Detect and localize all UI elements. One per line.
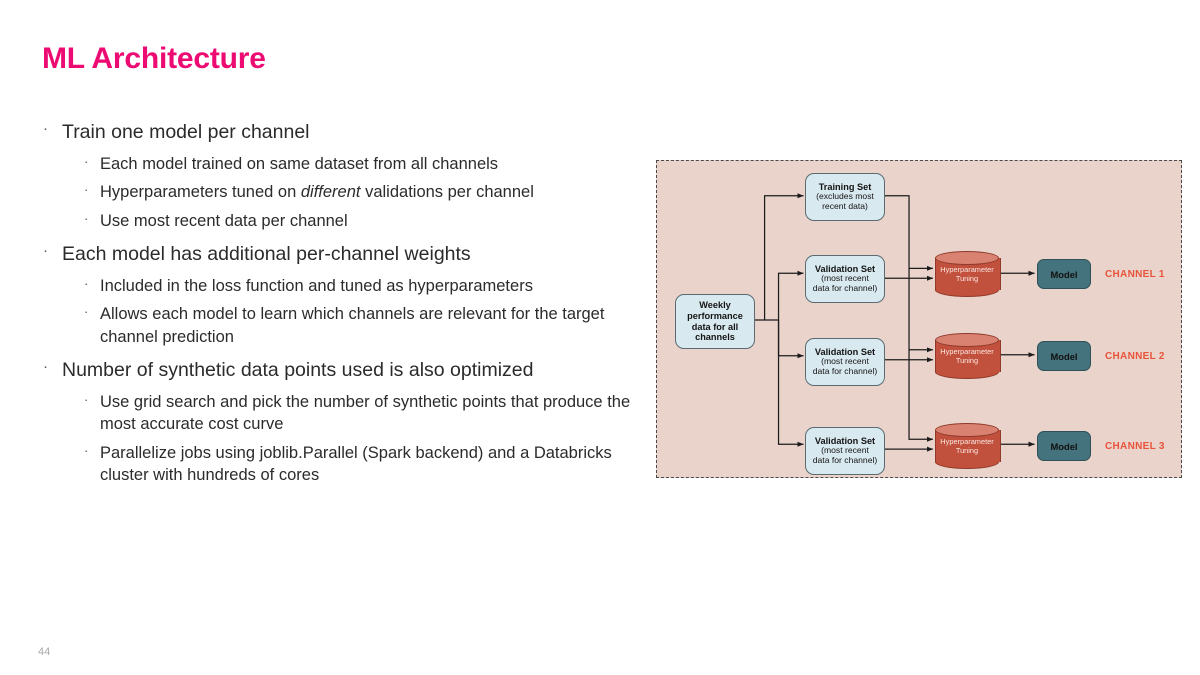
bullet-marker-icon: · — [84, 153, 89, 169]
bullet-marker-icon: · — [84, 442, 89, 458]
bullet-marker-icon: · — [84, 304, 89, 320]
source-line-1: Weekly — [699, 300, 731, 311]
node-model-1[interactable]: Model — [1037, 259, 1091, 289]
channel-label-2: CHANNEL 2 — [1105, 351, 1165, 362]
cylinder-top-icon — [935, 423, 999, 437]
node-model-3[interactable]: Model — [1037, 431, 1091, 461]
bullet-marker-icon: · — [43, 358, 48, 376]
source-line-2: performance — [687, 310, 743, 321]
bullet-level2: · Parallelize jobs using joblib.Parallel… — [38, 442, 658, 487]
validation-set-sub-2: data for channel) — [812, 283, 878, 294]
bullet-level2: · Use most recent data per channel — [38, 210, 658, 232]
tuning-label-2: Hyperparameter Tuning — [935, 333, 999, 379]
node-validation-set-1[interactable]: Validation Set (most recent data for cha… — [805, 255, 885, 303]
validation-set-heading: Validation Set — [814, 263, 876, 274]
bullet-marker-icon: · — [84, 182, 89, 198]
training-set-sub-1: (excludes most — [816, 191, 874, 202]
tuning-line-1: Hyperparameter — [940, 346, 994, 356]
cylinder-top-icon — [935, 333, 999, 347]
tuning-line-2: Tuning — [955, 274, 979, 283]
node-validation-set-2[interactable]: Validation Set (most recent data for cha… — [805, 338, 885, 386]
bullet-level1-text: Train one model per channel — [62, 121, 310, 143]
node-hyperparameter-tuning-1[interactable]: Hyperparameter Tuning — [935, 251, 1001, 297]
bullet-level2-text-pre: Hyperparameters tuned on — [100, 183, 301, 202]
validation-set-sub-1: (most recent — [821, 356, 869, 367]
tuning-line-2: Tuning — [955, 356, 979, 365]
bullet-group-1: · Train one model per channel · Each mod… — [38, 120, 658, 232]
page-number: 44 — [38, 646, 51, 658]
node-weekly-performance-data[interactable]: Weekly performance data for all channels — [675, 294, 755, 349]
bullet-level1: · Number of synthetic data points used i… — [38, 358, 658, 384]
bullet-level2: · Use grid search and pick the number of… — [38, 391, 658, 436]
tuning-line-2: Tuning — [955, 446, 979, 455]
bullet-level2-text-post: validations per channel — [360, 183, 534, 202]
source-line-4: channels — [695, 332, 735, 343]
bullet-marker-icon: · — [84, 210, 89, 226]
node-training-set[interactable]: Training Set (excludes most recent data) — [805, 173, 885, 221]
node-hyperparameter-tuning-3[interactable]: Hyperparameter Tuning — [935, 423, 1001, 469]
validation-set-heading: Validation Set — [814, 346, 876, 357]
validation-set-sub-1: (most recent — [821, 273, 869, 284]
validation-set-sub-2: data for channel) — [812, 455, 878, 466]
bullet-level1: · Each model has additional per-channel … — [38, 242, 658, 268]
page-title: ML Architecture — [42, 42, 266, 75]
node-model-2[interactable]: Model — [1037, 341, 1091, 371]
tuning-line-1: Hyperparameter — [940, 264, 994, 274]
ml-architecture-diagram: Weekly performance data for all channels… — [656, 160, 1182, 478]
validation-set-sub-1: (most recent — [821, 445, 869, 456]
bullet-marker-icon: · — [43, 120, 48, 137]
validation-set-sub-2: data for channel) — [812, 366, 878, 377]
bullet-marker-icon: · — [43, 242, 48, 260]
cylinder-top-icon — [935, 251, 999, 265]
source-line-3: data for all — [691, 321, 739, 332]
validation-set-heading: Validation Set — [814, 435, 876, 446]
bullet-level2-text-italic: different — [300, 183, 361, 202]
diagram-canvas: Weekly performance data for all channels… — [657, 161, 1181, 477]
tuning-label-3: Hyperparameter Tuning — [935, 423, 999, 469]
bullet-level1-text: Each model has additional per-channel we… — [62, 243, 471, 266]
tuning-label-1: Hyperparameter Tuning — [935, 251, 999, 297]
channel-label-3: CHANNEL 3 — [1105, 441, 1165, 452]
node-validation-set-3[interactable]: Validation Set (most recent data for cha… — [805, 427, 885, 475]
bullet-level2: · Hyperparameters tuned on different val… — [38, 181, 658, 203]
bullet-group-3: · Number of synthetic data points used i… — [38, 358, 658, 486]
bullet-level1: · Train one model per channel — [38, 120, 658, 146]
bullet-level1-text: Number of synthetic data points used is … — [62, 359, 534, 382]
bullet-level2-text: Use most recent data per channel — [100, 211, 348, 230]
training-set-heading: Training Set — [818, 181, 872, 192]
bullet-level2: · Allows each model to learn which chann… — [38, 303, 658, 348]
node-hyperparameter-tuning-2[interactable]: Hyperparameter Tuning — [935, 333, 1001, 379]
channel-label-1: CHANNEL 1 — [1105, 269, 1165, 280]
bullet-group-2: · Each model has additional per-channel … — [38, 242, 658, 348]
bullet-level2: · Each model trained on same dataset fro… — [38, 153, 658, 175]
bullet-level2: · Included in the loss function and tune… — [38, 275, 658, 297]
bullet-level2-text: Included in the loss function and tuned … — [100, 276, 533, 295]
bullet-list: · Train one model per channel · Each mod… — [38, 120, 658, 497]
tuning-line-1: Hyperparameter — [940, 436, 994, 446]
bullet-level2-text: Allows each model to learn which channel… — [100, 305, 605, 346]
bullet-marker-icon: · — [84, 275, 89, 291]
bullet-level2-text: Each model trained on same dataset from … — [100, 154, 499, 173]
bullet-level2-text: Parallelize jobs using joblib.Parallel (… — [100, 443, 612, 485]
training-set-sub-2: recent data) — [822, 201, 868, 212]
bullet-marker-icon: · — [84, 391, 89, 407]
bullet-level2-text: Use grid search and pick the number of s… — [100, 392, 631, 434]
